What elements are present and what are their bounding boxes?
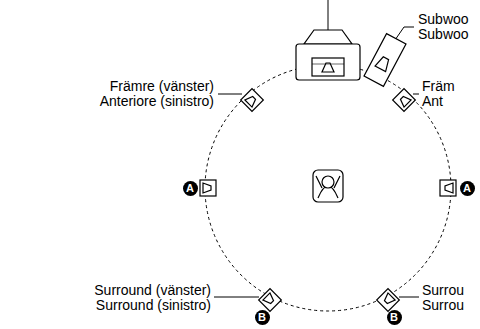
surround-right-speaker bbox=[377, 289, 400, 312]
side-right-speaker bbox=[440, 180, 456, 196]
front-left-speaker bbox=[241, 89, 264, 112]
speaker-label: Främ bbox=[422, 79, 455, 94]
speaker-label: Subwoo bbox=[418, 12, 469, 27]
tv-set bbox=[296, 30, 360, 80]
leader-lines bbox=[214, 0, 419, 297]
speaker-label: Surrou bbox=[422, 283, 464, 298]
callout-letter: A bbox=[460, 181, 475, 196]
speaker-label: Ant bbox=[422, 94, 443, 109]
speaker-label: Anteriore (sinistro) bbox=[100, 94, 214, 109]
speaker-label: Surround (sinistro) bbox=[96, 298, 211, 313]
speaker-label: Subwoo bbox=[418, 27, 469, 42]
subwoofer bbox=[364, 34, 406, 87]
callout-letter: A bbox=[183, 181, 198, 196]
front-right-speaker bbox=[393, 89, 416, 112]
callout-letter: B bbox=[387, 310, 402, 325]
listening-circle bbox=[205, 65, 451, 311]
listener-figure bbox=[313, 170, 343, 202]
speaker-label: Surround (vänster) bbox=[94, 283, 211, 298]
speaker-label: Surrou bbox=[422, 298, 464, 313]
callout-letter: B bbox=[255, 310, 270, 325]
side-left-speaker bbox=[200, 180, 216, 196]
speaker-label: Främre (vänster) bbox=[110, 79, 214, 94]
surround-left-speaker bbox=[259, 289, 282, 312]
